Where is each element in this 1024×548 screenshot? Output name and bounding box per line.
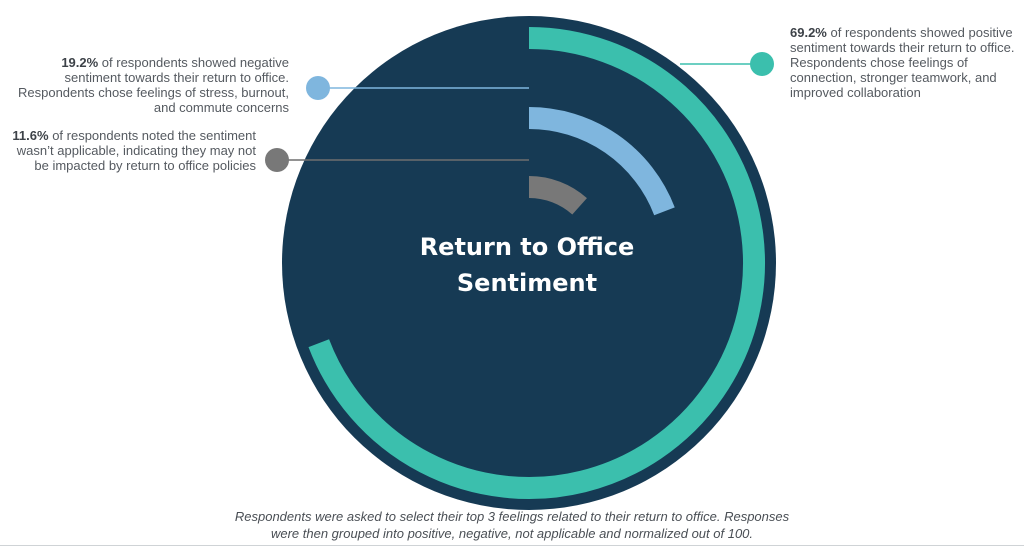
- negative-marker-dot: [306, 76, 330, 100]
- positive-annotation: 69.2% of respondents showed positive sen…: [790, 25, 1020, 100]
- chart-title-line-1: Return to Office: [420, 233, 635, 261]
- not-applicable-marker-dot: [265, 148, 289, 172]
- chart-title-line-2: Sentiment: [457, 269, 597, 297]
- positive-arc: [308, 27, 765, 499]
- negative-arc: [528, 107, 675, 216]
- not-applicable-percent: 11.6%: [12, 128, 49, 143]
- negative-description: of respondents showed negative sentiment…: [18, 55, 289, 115]
- positive-marker-dot: [750, 52, 774, 76]
- not-applicable-arc: [528, 176, 587, 215]
- negative-percent: 19.2%: [61, 55, 99, 70]
- not-applicable-description: of respondents noted the sentiment wasn’…: [16, 128, 256, 173]
- positive-description: of respondents showed positive sentiment…: [790, 25, 1015, 100]
- not-applicable-annotation: 11.6% of respondents noted the sentiment…: [6, 128, 256, 173]
- bottom-divider: [0, 545, 1024, 546]
- footnote: Respondents were asked to select their t…: [0, 508, 1024, 542]
- footnote-line-2: were then grouped into positive, negativ…: [270, 526, 754, 541]
- positive-percent: 69.2%: [790, 25, 827, 40]
- footnote-line-1: Respondents were asked to select their t…: [234, 509, 790, 524]
- negative-annotation: 19.2% of respondents showed negative sen…: [9, 55, 289, 115]
- chart-background-circle: [282, 16, 776, 510]
